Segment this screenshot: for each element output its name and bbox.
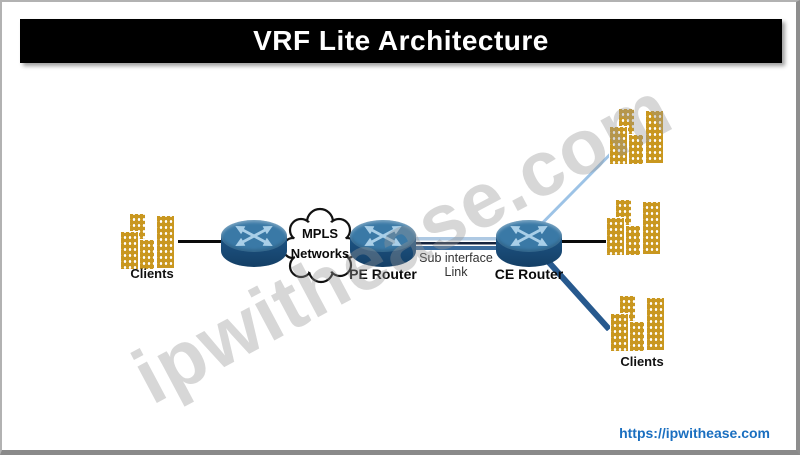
building — [120, 231, 139, 269]
sub-interface-label-line1: Sub interface — [419, 251, 493, 265]
router-arrows-icon — [510, 226, 548, 246]
cloud-label-line1: MPLS — [301, 226, 339, 241]
building — [629, 321, 645, 351]
building — [157, 216, 174, 268]
site-url-link[interactable]: https://ipwithease.com — [619, 425, 770, 441]
building — [646, 111, 663, 163]
building — [139, 239, 155, 269]
ce-router-icon — [496, 220, 562, 267]
clients-buildings-icon-bottom-right — [610, 296, 674, 351]
clients-buildings-icon-left — [120, 214, 184, 269]
sub-interface-link-line — [413, 237, 499, 250]
router-arrows-icon — [364, 226, 402, 246]
mpls-cloud-icon — [281, 207, 359, 284]
page-title: VRF Lite Architecture — [20, 19, 782, 63]
router-icon-left — [221, 220, 287, 267]
link-line-ce-to-top-clients — [534, 148, 616, 231]
sub-interface-label: Sub interface Link — [410, 251, 502, 280]
building — [610, 313, 629, 351]
building — [609, 126, 628, 164]
left-clients-label: Clients — [130, 266, 174, 281]
mpls-cloud-label: MPLS Networks — [281, 224, 359, 263]
link-line-ce-to-mid-clients — [561, 240, 612, 243]
building — [606, 217, 625, 255]
building — [647, 298, 664, 350]
clients-buildings-icon-top-right — [609, 109, 673, 164]
right-clients-label: Clients — [620, 354, 664, 369]
ce-router-label: CE Router — [494, 266, 564, 282]
building — [625, 225, 641, 255]
building — [628, 134, 644, 164]
cloud-label-line2: Networks — [290, 245, 350, 261]
link-line-clients-to-router — [178, 240, 225, 243]
building — [643, 202, 660, 254]
clients-buildings-icon-mid-right — [606, 200, 670, 255]
router-arrows-icon — [235, 226, 273, 246]
pe-router-label: PE Router — [349, 266, 417, 282]
sub-interface-label-line2: Link — [444, 265, 468, 280]
pe-router-icon — [350, 220, 416, 267]
